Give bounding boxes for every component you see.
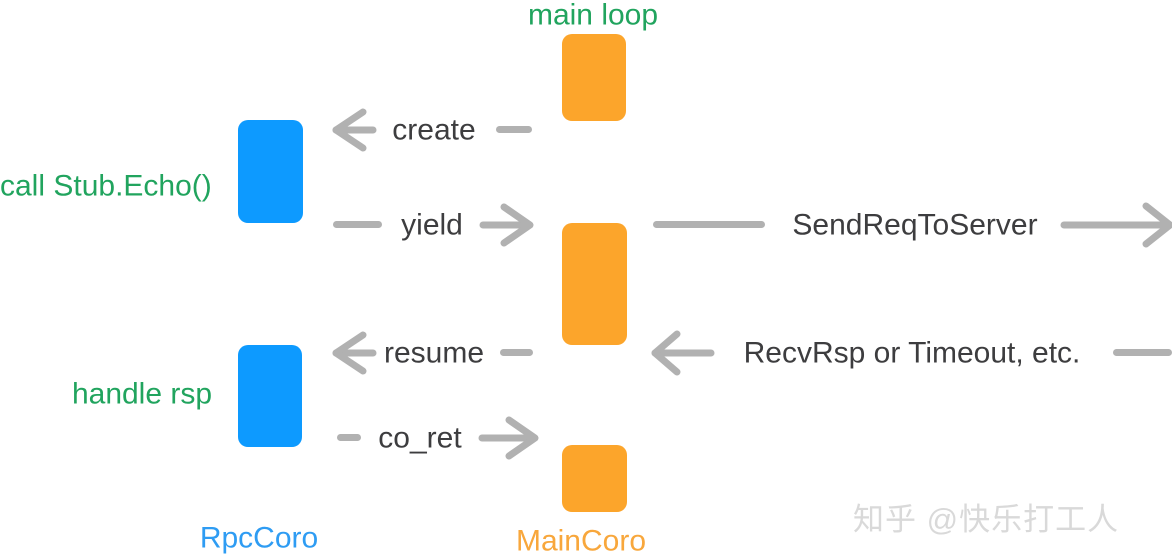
yield-right-arrow-icon <box>479 203 534 247</box>
create-arrow-label: create <box>392 113 476 147</box>
resume-arrow-tail-dash <box>500 349 533 356</box>
yield-arrow-tail-dash <box>333 221 382 228</box>
rpc-coro-lifeline-top <box>238 120 303 223</box>
co-ret-right-arrow-icon <box>478 416 539 460</box>
co-ret-arrow-tail-dash <box>337 434 361 441</box>
resume-left-arrow-icon <box>332 331 377 375</box>
recv-rsp-arrow-label: RecvRsp or Timeout, etc. <box>743 336 1081 370</box>
recv-rsp-arrow-tail-dash <box>1113 349 1172 356</box>
zhihu-watermark: 知乎 @快乐打工人 <box>853 502 1120 537</box>
send-req-right-arrow-icon <box>1060 202 1172 248</box>
main-loop-lifeline-top <box>562 34 626 121</box>
main-coro-lifeline-middle <box>562 223 627 345</box>
main-loop-label: main loop <box>527 0 659 32</box>
create-left-arrow-icon <box>332 108 377 152</box>
main-coro-lifeline-bottom <box>562 445 627 512</box>
create-arrow-tail-dash <box>496 126 532 133</box>
call-stub-echo-label: call Stub.Echo() <box>0 169 212 203</box>
recv-rsp-left-arrow-icon <box>651 330 715 376</box>
yield-arrow-label: yield <box>401 208 463 242</box>
send-req-arrow-label: SendReqToServer <box>792 208 1038 242</box>
handle-rsp-label: handle rsp <box>71 377 213 411</box>
main-coro-title: MainCoro <box>515 524 647 558</box>
co-ret-arrow-label: co_ret <box>378 421 462 455</box>
rpc-coro-title: RpcCoro <box>199 521 319 555</box>
send-req-arrow-tail-line <box>653 221 765 228</box>
resume-arrow-label: resume <box>383 336 485 370</box>
rpc-coro-lifeline-bottom <box>238 345 302 447</box>
